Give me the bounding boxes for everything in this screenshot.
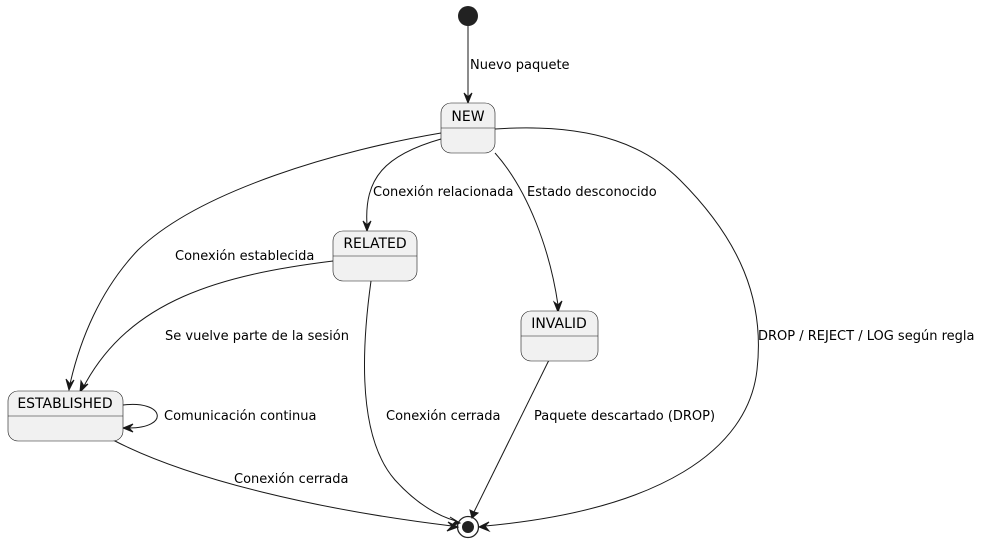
state-new: NEW	[440, 102, 496, 154]
final-state	[456, 515, 480, 539]
edge-start-to-new	[463, 26, 473, 105]
label-new-to-end: DROP / REJECT / LOG según regla	[758, 329, 974, 344]
label-related-to-established: Se vuelve parte de la sesión	[165, 329, 349, 344]
edge-related-to-end	[364, 280, 462, 527]
edge-new-to-end	[477, 127, 759, 533]
label-new-to-related: Conexión relacionada	[373, 185, 513, 200]
label-new-to-established: Conexión establecida	[175, 249, 314, 264]
state-invalid-label: INVALID	[531, 316, 587, 332]
edge-related-to-established	[79, 260, 334, 394]
state-established-label: ESTABLISHED	[17, 396, 112, 412]
initial-state	[458, 6, 478, 26]
edge-new-to-established	[65, 132, 442, 392]
state-new-label: NEW	[451, 109, 484, 125]
state-related-label: RELATED	[343, 236, 406, 252]
edge-new-to-invalid	[494, 152, 563, 314]
edge-invalid-to-end	[469, 359, 550, 519]
edge-new-to-related	[362, 138, 442, 233]
label-invalid-to-end: Paquete descartado (DROP)	[534, 409, 715, 424]
state-established: ESTABLISHED	[7, 390, 124, 442]
label-new-to-invalid: Estado desconocido	[527, 185, 657, 200]
label-start-to-new: Nuevo paquete	[470, 58, 570, 73]
label-established-to-end: Conexión cerrada	[234, 472, 348, 487]
state-related: RELATED	[332, 230, 418, 282]
label-related-to-end: Conexión cerrada	[386, 409, 500, 424]
state-invalid: INVALID	[520, 310, 599, 362]
edge-established-self-loop	[121, 403, 158, 433]
edge-established-to-end	[112, 439, 460, 532]
label-established-self: Comunicación continua	[164, 409, 316, 424]
